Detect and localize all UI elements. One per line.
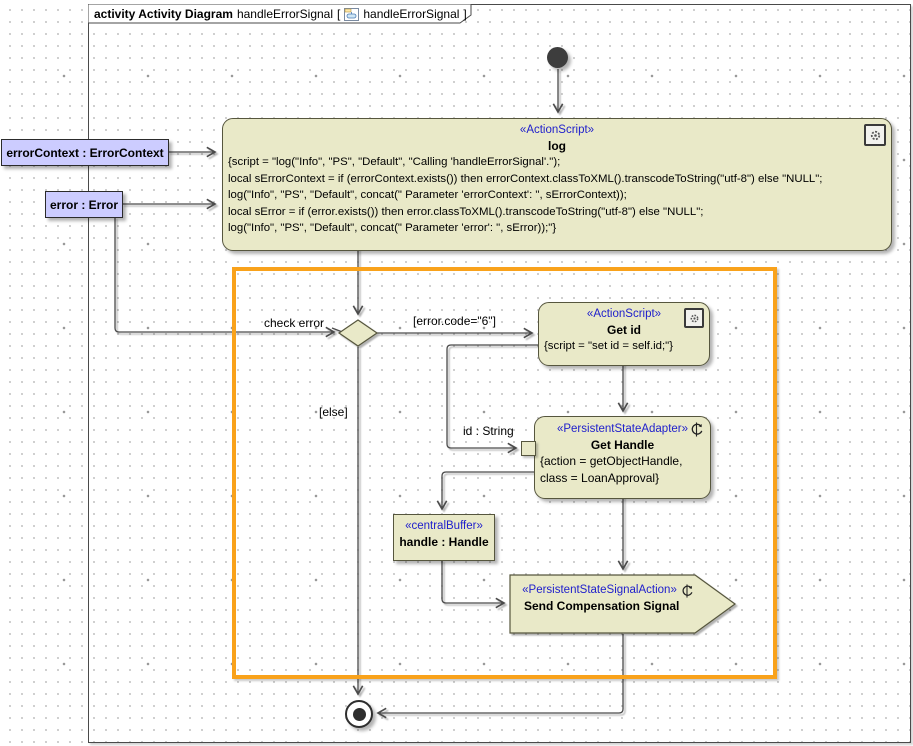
- initial-node[interactable]: [547, 47, 568, 68]
- signal-action-icon: [682, 583, 693, 598]
- action-get-id[interactable]: «ActionScript» Get id {script = "set id …: [538, 302, 710, 366]
- script-badge: [864, 124, 886, 146]
- activity-diagram-icon: [344, 7, 360, 21]
- central-buffer-name: handle : Handle: [399, 535, 489, 549]
- action-log-script-line: log("Info", "PS", "Default", concat(" Pa…: [228, 222, 557, 234]
- activity-final-node[interactable]: [345, 700, 373, 728]
- frame-title: activity Activity Diagram handleErrorSig…: [94, 6, 467, 22]
- activity-frame: [88, 4, 911, 743]
- adapter-icon: [691, 422, 703, 437]
- input-pin-id[interactable]: [521, 441, 536, 456]
- decision-node-name: check error: [264, 316, 325, 330]
- gear-icon: [870, 130, 880, 140]
- central-buffer-stereotype: «centralBuffer»: [405, 520, 483, 532]
- object-node-errorcontext-label: errorContext : ErrorContext: [6, 145, 164, 160]
- guard-error-code: [error.code="6"]: [413, 314, 496, 328]
- frame-title-bracket-close: ]: [463, 7, 467, 21]
- action-log-script-line: {script = "log("Info", "PS", "Default", …: [228, 156, 561, 168]
- frame-title-keyword: activity Activity Diagram: [94, 7, 233, 21]
- send-signal-stereotype: «PersistentStateSignalAction»: [522, 584, 677, 596]
- action-log-stereotype: «ActionScript»: [519, 124, 595, 136]
- frame-title-name: handleErrorSignal: [236, 7, 334, 21]
- send-signal-name: Send Compensation Signal: [524, 599, 680, 613]
- interruptible-region[interactable]: [232, 267, 777, 679]
- object-node-error[interactable]: error : Error: [45, 191, 123, 218]
- central-buffer-handle[interactable]: «centralBuffer» handle : Handle: [393, 514, 495, 561]
- pin-label-id-string: id : String: [463, 424, 514, 438]
- action-get-handle-name: Get Handle: [590, 438, 655, 452]
- object-node-error-label: error : Error: [49, 197, 119, 212]
- action-get-id-stereotype: «ActionScript»: [586, 308, 662, 320]
- activity-final-dot: [352, 707, 366, 721]
- action-get-id-script: {script = "set id = self.id;"}: [544, 340, 674, 352]
- script-badge: [684, 308, 704, 328]
- action-get-id-name: Get id: [606, 323, 641, 337]
- action-log-script-line: log("Info", "PS", "Default", concat(" Pa…: [228, 189, 627, 201]
- gear-icon: [690, 314, 698, 322]
- action-log-name: log: [548, 139, 566, 153]
- guard-else: [else]: [319, 405, 348, 419]
- action-get-handle[interactable]: «PersistentStateAdapter» Get Handle {act…: [534, 416, 711, 499]
- action-log-script-line: local sErrorContext = if (errorContext.e…: [228, 172, 823, 185]
- frame-title-ref: handleErrorSignal: [363, 7, 460, 21]
- action-get-handle-stereotype: «PersistentStateAdapter»: [556, 423, 689, 435]
- action-log[interactable]: «ActionScript» log {script = "log("Info"…: [222, 118, 892, 251]
- frame-title-tab: [88, 4, 472, 24]
- action-get-handle-prop: {action = getObjectHandle,: [540, 454, 683, 468]
- action-log-script-line: local sError = if (error.exists()) then …: [228, 205, 704, 218]
- action-get-handle-prop: class = LoanApproval}: [540, 470, 660, 485]
- frame-title-bracket-open: [: [337, 7, 341, 21]
- object-node-errorcontext[interactable]: errorContext : ErrorContext: [1, 139, 169, 166]
- send-signal-node[interactable]: «PersistentStateSignalAction» Send Compe…: [510, 575, 706, 641]
